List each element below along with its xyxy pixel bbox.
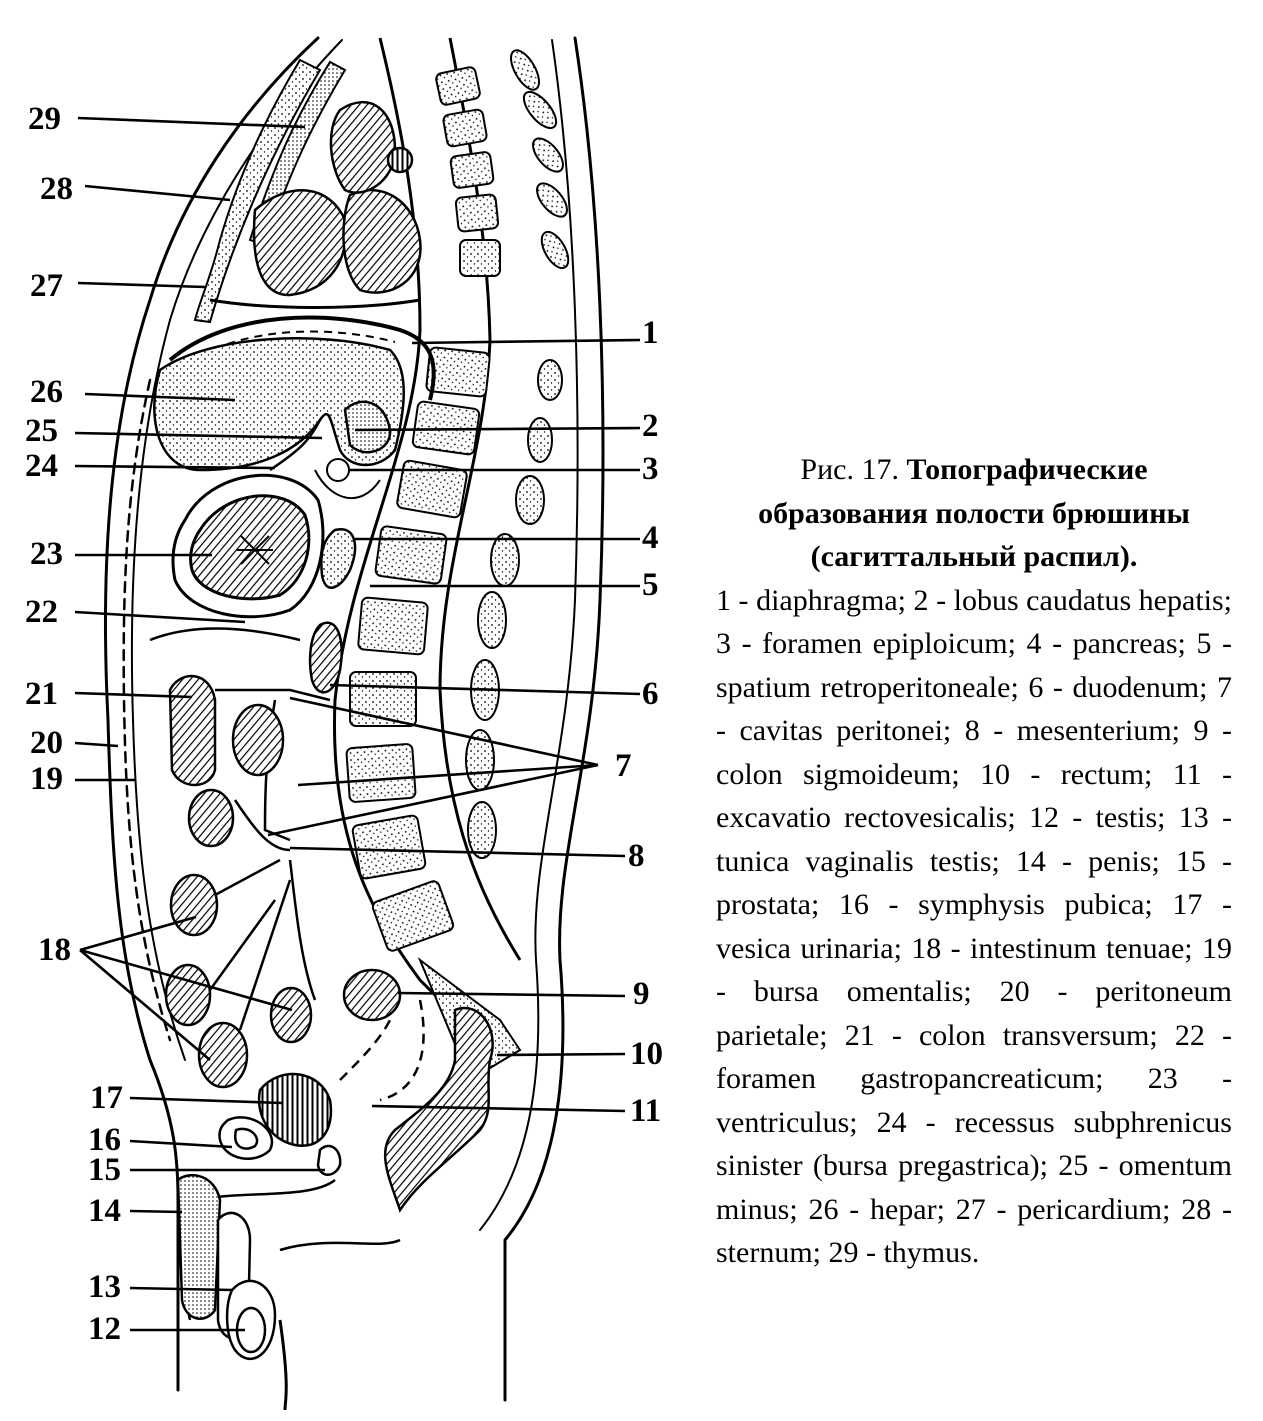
label-13: 13 (88, 1269, 121, 1305)
label-24: 24 (25, 448, 58, 484)
label-26: 26 (30, 374, 63, 410)
body-outline (103, 36, 605, 1402)
label-12: 12 (88, 1311, 121, 1347)
heart (209, 100, 422, 309)
label-28: 28 (40, 171, 73, 207)
label-4: 4 (642, 520, 659, 556)
lesser-omentum-foramen (269, 419, 381, 499)
leader-lines (74, 116, 641, 1332)
stomach (171, 473, 325, 619)
caption-prefix: Рис. 17. (800, 453, 899, 486)
caption-heading: Рис. 17. Топографические образования пол… (716, 448, 1232, 579)
figure-caption: Рис. 17. Топографические образования пол… (716, 448, 1232, 1275)
label-14: 14 (88, 1193, 121, 1229)
label-10: 10 (630, 1036, 663, 1072)
label-17: 17 (90, 1080, 123, 1116)
label-23: 23 (30, 536, 63, 572)
label-7: 7 (615, 748, 632, 784)
sagittal-section-figure: 29 28 27 1 26 25 2 24 3 4 23 5 22 21 6 2… (25, 36, 663, 1411)
label-5: 5 (642, 567, 659, 603)
external-genitalia (176, 1173, 401, 1411)
label-8: 8 (628, 838, 645, 874)
label-20: 20 (30, 725, 63, 761)
caption-title: Топографические образования полости брюш… (758, 453, 1190, 573)
label-18: 18 (38, 932, 71, 968)
diaphragm (168, 315, 436, 401)
label-16: 16 (88, 1122, 121, 1158)
pelvic-organs (185, 1072, 342, 1321)
transverse-colon-and-mesentery (149, 627, 331, 1001)
label-6: 6 (642, 676, 659, 712)
liver (153, 337, 405, 472)
vertebral-column (332, 37, 522, 1082)
label-27: 27 (30, 268, 63, 304)
pancreas-duodenum (308, 527, 357, 694)
caption-legend: 1 - diaphragma; 2 - lobus caudatus hepat… (716, 583, 1232, 1270)
label-11: 11 (630, 1093, 662, 1129)
label-21: 21 (25, 676, 58, 712)
label-2: 2 (642, 408, 659, 444)
label-19: 19 (30, 761, 63, 797)
label-15: 15 (88, 1152, 121, 1188)
label-3: 3 (642, 451, 659, 487)
label-9: 9 (633, 976, 650, 1012)
label-25: 25 (25, 413, 58, 449)
label-22: 22 (25, 594, 58, 630)
anatomy-drawing (74, 36, 641, 1411)
sigmoid-rectum (339, 968, 494, 1213)
label-29: 29 (28, 101, 61, 137)
label-1: 1 (642, 315, 659, 351)
